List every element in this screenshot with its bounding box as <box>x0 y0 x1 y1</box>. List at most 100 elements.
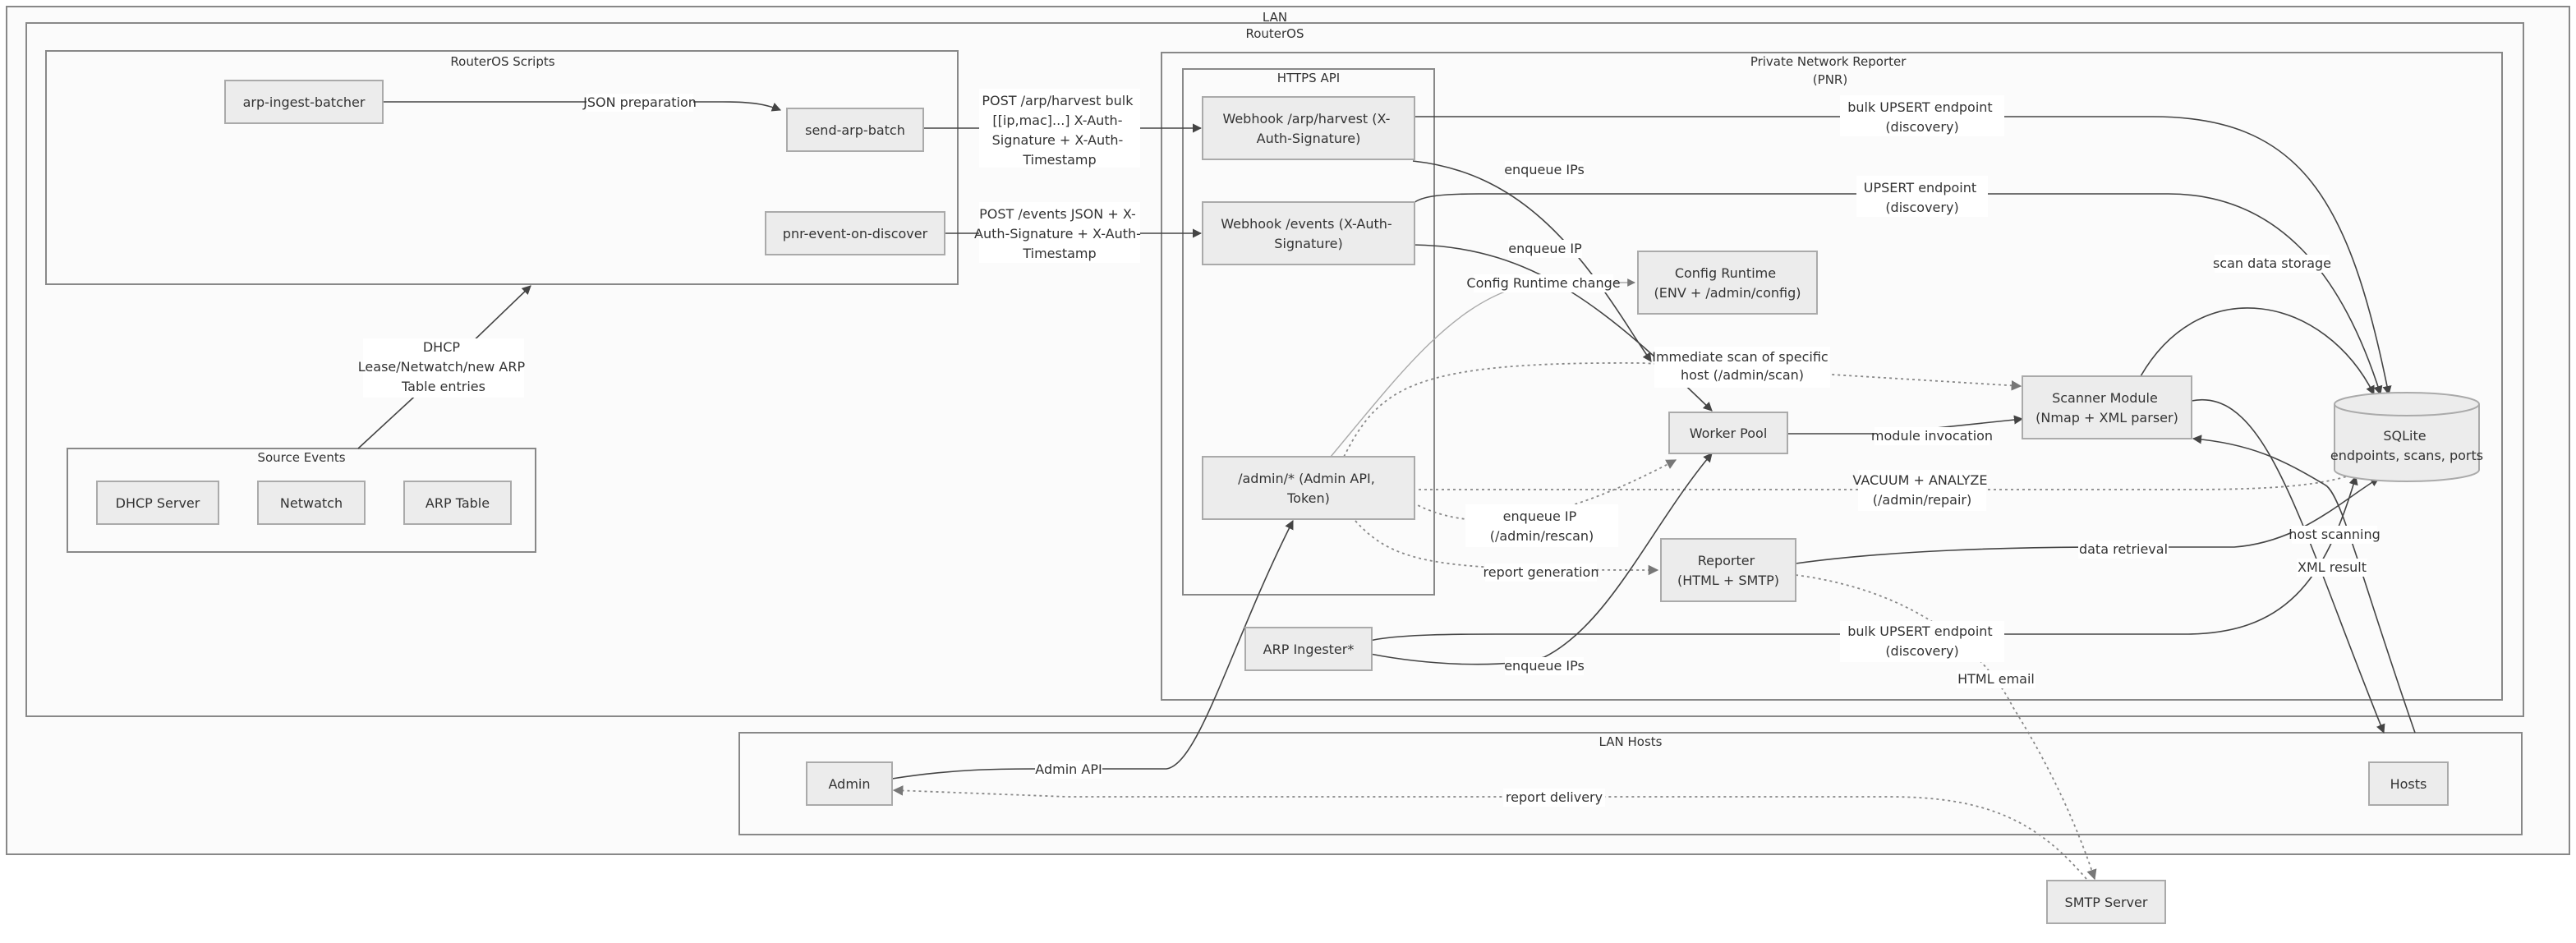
svg-text:Scanner Module (Nmap +: Scanner Module (Nmap + XML parser) <box>2036 390 2178 426</box>
label-html-email: HTML email <box>1957 670 2036 688</box>
svg-text:bulk UPSERT endpoint (: bulk UPSERT endpoint (discovery) <box>1847 99 1997 135</box>
svg-text:HTML email: HTML email <box>1957 671 2035 687</box>
svg-text:DHCP Server: DHCP Server <box>116 495 200 511</box>
svg-text:Admin: Admin <box>829 776 871 792</box>
node-arp-table: ARP Table <box>403 481 512 525</box>
svg-text:host scanning: host scanning <box>2288 527 2380 542</box>
edge-xml-result <box>2192 435 2416 734</box>
node-pnr-event-on-discover: pnr-event-on-discover <box>765 211 945 255</box>
node-worker-pool: Worker Pool <box>1668 412 1788 454</box>
edge-report-generation <box>1355 520 1659 576</box>
svg-text:XML result: XML result <box>2298 559 2367 575</box>
node-admin: Admin <box>806 761 893 806</box>
label-vacuum: VACUUM + ANALYZE (/admin/repair) <box>1852 470 1991 511</box>
node-webhook-events: Webhook /events (X-Auth- Signature) <box>1202 201 1415 265</box>
node-config-runtime: Config Runtime (ENV + /admin/config) <box>1637 251 1818 315</box>
label-enqueue-ip-1: enqueue IP <box>1508 240 1582 258</box>
svg-text:/admin/* (Admin API, T: /admin/* (Admin API, Token) <box>1238 471 1379 506</box>
node-admin-api: /admin/* (Admin API, Token) <box>1202 456 1415 520</box>
edge-vacuum <box>1413 464 2376 490</box>
svg-text:SQLite endpoints, scan: SQLite endpoints, scans, ports <box>2330 428 2483 463</box>
label-scan-data-storage: scan data storage <box>2213 255 2331 273</box>
svg-text:scan data storage: scan data storage <box>2213 255 2331 271</box>
cluster-lan-hosts-title: LAN Hosts <box>1599 734 1663 749</box>
svg-text:POST /events JSON + X-: POST /events JSON + X- Auth-Signature + … <box>974 206 1145 261</box>
edge-bulk-upsert-1 <box>1413 116 2392 396</box>
edge-host-scanning <box>2191 398 2385 734</box>
label-bulk-upsert-1: bulk UPSERT endpoint (discovery) <box>1840 95 2004 136</box>
svg-text:report generation: report generation <box>1484 564 1599 580</box>
label-immediate-scan: Immediate scan of specific host (/admin/… <box>1652 347 1830 388</box>
label-xml-result: XML result <box>2297 559 2367 577</box>
svg-text:enqueue IP: enqueue IP <box>1508 241 1582 256</box>
label-admin-api: Admin API <box>1035 761 1102 779</box>
edge-upsert <box>1412 193 2383 396</box>
edge-json-preparation <box>380 101 782 112</box>
cluster-lan-hosts: LAN Hosts <box>738 732 2523 835</box>
cluster-source-events-title: Source Events <box>257 450 345 465</box>
label-host-scanning: host scanning <box>2288 526 2380 544</box>
edge-bulk-upsert-2 <box>1369 475 2358 642</box>
cluster-https-api-title: HTTPS API <box>1277 71 1340 85</box>
svg-text:Reporter (HTML + SMTP): Reporter (HTML + SMTP) <box>1677 553 1779 588</box>
svg-text:arp-ingest-batcher: arp-ingest-batcher <box>243 94 366 110</box>
svg-text:SMTP Server: SMTP Server <box>2065 895 2148 910</box>
label-dhcp-lease: DHCP Lease/Netwatch/new ARP Table entrie… <box>358 338 525 398</box>
svg-text:Netwatch: Netwatch <box>280 495 343 511</box>
label-report-delivery: report delivery <box>1503 789 1605 807</box>
node-webhook-harvest: Webhook /arp/harvest (X- Auth-Signature) <box>1202 96 1415 160</box>
node-smtp-server: SMTP Server <box>2046 880 2166 924</box>
edge-report-delivery <box>892 785 2087 880</box>
svg-text:enqueue IP (/admin/res: enqueue IP (/admin/rescan) <box>1490 508 1594 544</box>
svg-text:ARP Ingester*: ARP Ingester* <box>1263 642 1355 657</box>
label-post-events: POST /events JSON + X- Auth-Signature + … <box>974 202 1145 263</box>
node-hosts: Hosts <box>2368 761 2449 806</box>
label-data-retrieval: data retrieval <box>2078 540 2169 559</box>
edge-admin-api <box>891 520 1294 780</box>
label-enqueue-ips-2: enqueue IPs <box>1504 657 1585 675</box>
cluster-lan-title: LAN <box>1263 10 1287 25</box>
edge-html-email <box>1795 574 2097 881</box>
svg-text:Webhook /arp/harvest (X-: Webhook /arp/harvest (X- Auth-Signature) <box>1222 111 1394 146</box>
cluster-routeros-scripts-title: RouterOS Scripts <box>450 54 554 69</box>
edge-enqueue-ips-2 <box>1369 453 1713 665</box>
svg-text:Config Runtime change: Config Runtime change <box>1466 275 1620 291</box>
cluster-routeros-title: RouterOS <box>1245 26 1304 41</box>
svg-text:Hosts: Hosts <box>2390 776 2427 792</box>
label-enqueue-ips-1: enqueue IPs <box>1504 161 1585 179</box>
svg-text:POST /arp/harvest bulk: POST /arp/harvest bulk [[ip,mac]...] X-A… <box>982 93 1137 168</box>
label-post-harvest: POST /arp/harvest bulk [[ip,mac]...] X-A… <box>979 89 1140 168</box>
svg-text:JSON preparation: JSON preparation <box>582 94 697 110</box>
edge-scan-data-storage <box>2140 307 2375 396</box>
label-module-invocation: module invocation <box>1871 427 1993 445</box>
edge-labels: JSON preparation POST /arp/harvest bulk … <box>358 89 2380 807</box>
edge-enqueue-ips-1 <box>1412 160 1652 362</box>
svg-text:ARP Table: ARP Table <box>426 495 490 511</box>
svg-text:module invocation: module invocation <box>1871 428 1993 444</box>
svg-text:Config Runtime (ENV +: Config Runtime (ENV + /admin/config) <box>1654 265 1801 301</box>
label-config-runtime-change: Config Runtime change <box>1466 274 1621 292</box>
svg-text:VACUUM + ANALYZE (/adm: VACUUM + ANALYZE (/admin/repair) <box>1852 472 1991 508</box>
edge-immediate-scan <box>1343 362 2022 458</box>
node-scanner-module: Scanner Module (Nmap + XML parser) <box>2022 375 2192 439</box>
svg-text:data retrieval: data retrieval <box>2079 541 2168 557</box>
label-report-generation: report generation <box>1484 564 1599 582</box>
node-arp-ingest-batcher: arp-ingest-batcher <box>224 80 384 124</box>
svg-text:Admin API: Admin API <box>1035 761 1102 777</box>
node-dhcp-server: DHCP Server <box>96 481 219 525</box>
svg-text:Worker Pool: Worker Pool <box>1690 426 1768 441</box>
svg-text:send-arp-batch: send-arp-batch <box>805 122 905 138</box>
label-enqueue-ip-rescan: enqueue IP (/admin/rescan) <box>1465 504 1618 547</box>
svg-text:enqueue IPs: enqueue IPs <box>1504 658 1585 674</box>
label-json-preparation: JSON preparation <box>582 94 697 112</box>
node-send-arp-batch: send-arp-batch <box>786 108 924 152</box>
label-upsert: UPSERT endpoint (discovery) <box>1856 176 1988 217</box>
edges <box>357 101 2416 881</box>
nodes: arp-ingest-batcher send-arp-batch pnr-ev… <box>96 80 2483 924</box>
svg-text:bulk UPSERT endpoint (: bulk UPSERT endpoint (discovery) <box>1847 623 1997 659</box>
node-reporter: Reporter (HTML + SMTP) <box>1660 538 1796 602</box>
svg-text:UPSERT endpoint (disco: UPSERT endpoint (discovery) <box>1864 180 1980 215</box>
svg-text:pnr-event-on-discover: pnr-event-on-discover <box>783 226 928 242</box>
node-arp-ingester: ARP Ingester* <box>1244 627 1373 671</box>
